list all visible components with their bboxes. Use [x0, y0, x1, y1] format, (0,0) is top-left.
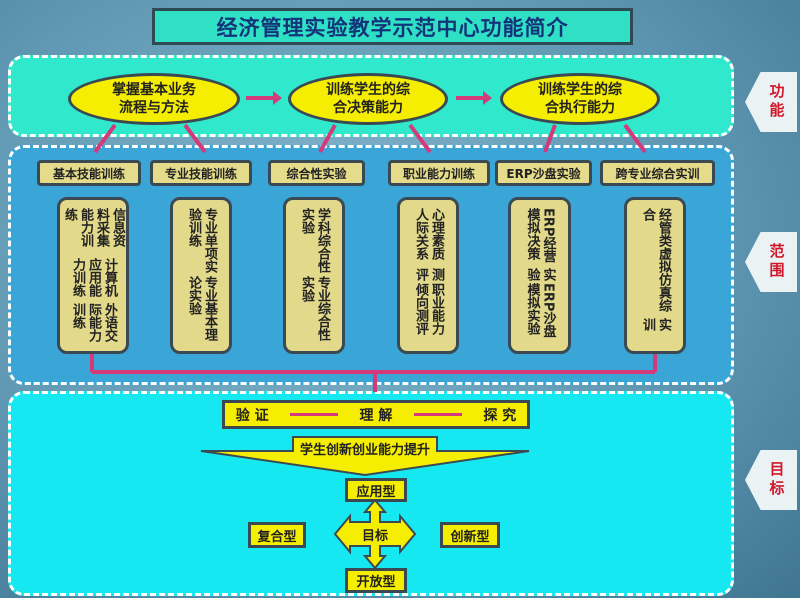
goal-type-application: 应用型 [345, 478, 407, 502]
scope-item: 实训 [640, 318, 671, 332]
scope-item: 专业单项实验训练 [186, 208, 217, 273]
scope-category-5: ERP沙盘实验 [495, 160, 592, 186]
arrow-right-icon [413, 413, 462, 416]
connector-lines [90, 123, 657, 392]
scope-item: 学科综合性实验 [299, 208, 330, 273]
scope-item: 测评 [413, 268, 444, 281]
arrow-right-icon [290, 413, 339, 416]
scope-item: 外语交际能力训练 [70, 303, 117, 342]
process-explore: 探 究 [483, 407, 517, 424]
scope-item: 计算机应用能力训练 [70, 258, 117, 297]
scope-card-6: 经管类虚拟仿真综合实训 [624, 197, 686, 354]
scope-item: 实验 [524, 268, 556, 282]
scope-category-1: 基本技能训练 [37, 160, 141, 186]
side-label-goals: 目标 [745, 450, 797, 510]
process-understand: 理 解 [359, 407, 393, 424]
scope-category-3: 综合性实验 [268, 160, 365, 186]
scope-card-3: 学科综合性实验专业综合性实验 [283, 197, 345, 354]
scope-item: ERP沙盘模拟实验 [524, 282, 556, 338]
scope-category-4: 职业能力训练 [388, 160, 490, 186]
function-oval-3: 训练学生的综 合执行能力 [500, 73, 660, 125]
goal-type-compound: 复合型 [248, 522, 306, 548]
function-oval-2: 训练学生的综 合决策能力 [288, 73, 448, 125]
side-label-scope: 范围 [745, 232, 797, 292]
banner-text: 学生创新创业能力提升 [299, 443, 430, 458]
scope-item: 职业能力倾向测评 [413, 283, 444, 335]
scope-item: 心理素质人际关系 [413, 208, 444, 260]
scope-category-2: 专业技能训练 [150, 160, 252, 186]
scope-card-2: 专业单项实验训练专业基本理论实验 [170, 197, 232, 354]
down-chevron-banner [200, 436, 530, 476]
scope-item: 专业综合性实验 [299, 275, 330, 341]
process-bar: 验 证 理 解 探 究 [222, 400, 530, 429]
scope-item: ERP经营模拟决策 [524, 208, 556, 263]
page-title: 经济管理实验教学示范中心功能简介 [152, 8, 633, 45]
side-label-functions: 功能 [745, 72, 797, 132]
arrow-right-icon [456, 91, 492, 105]
scope-item: 信息资料采集能力训练 [62, 208, 125, 247]
scope-item: 经管类虚拟仿真综合 [640, 208, 671, 312]
arrow-right-icon [246, 91, 282, 105]
goal-center: 目标 [361, 529, 388, 544]
goal-type-open: 开放型 [345, 568, 407, 593]
process-verify: 验 证 [235, 407, 269, 424]
scope-category-6: 跨专业综合实训 [600, 160, 715, 186]
goal-type-innovative: 创新型 [440, 522, 500, 548]
function-oval-1: 掌握基本业务 流程与方法 [68, 73, 240, 125]
scope-card-4: 心理素质人际关系测评职业能力倾向测评 [397, 197, 459, 354]
scope-card-1: 信息资料采集能力训练计算机应用能力训练外语交际能力训练 [57, 197, 129, 354]
scope-item: 专业基本理论实验 [186, 275, 217, 341]
